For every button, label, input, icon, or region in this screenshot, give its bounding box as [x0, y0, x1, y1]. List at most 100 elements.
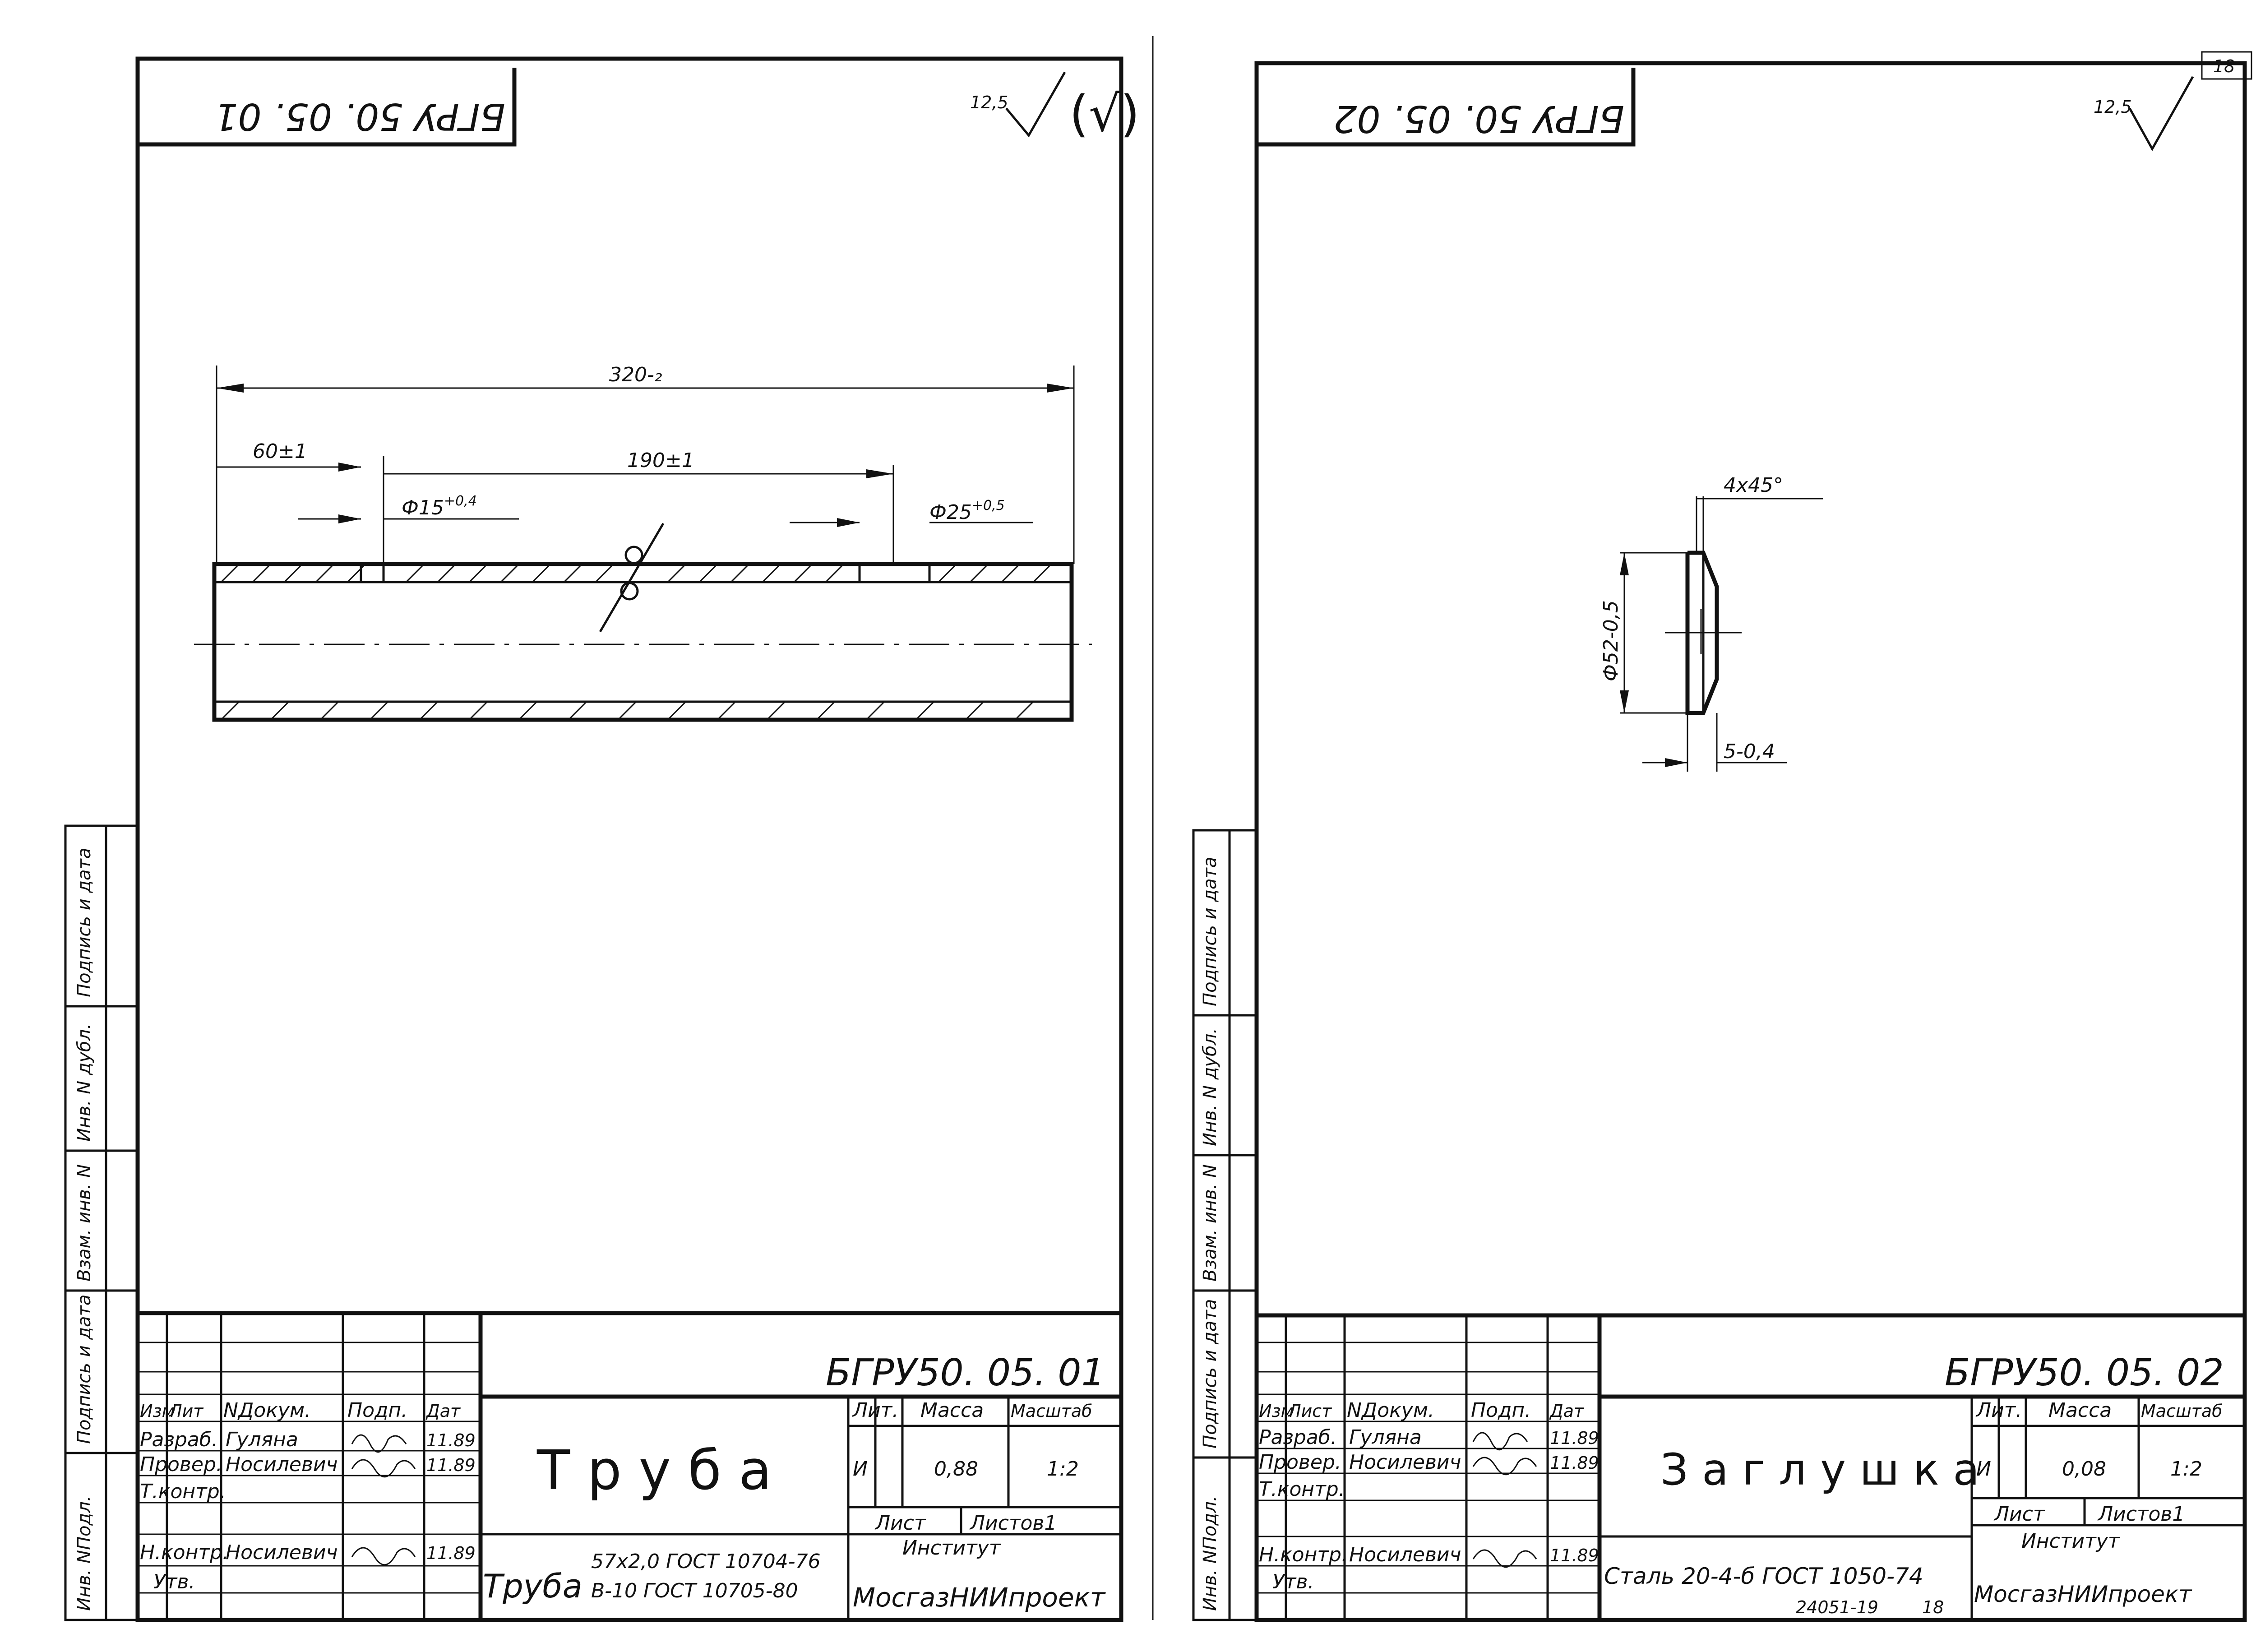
tb-date: Дат: [425, 1401, 461, 1421]
tb-material-1: 57x2,0 ГОСТ 10704-76: [591, 1550, 821, 1573]
side-stamp-4: Инв. N дубл.: [1200, 1028, 1220, 1146]
tube-hatching: [220, 563, 1052, 721]
side-stamp-5: Подпись и дата: [1200, 857, 1220, 1006]
tb-material: Сталь 20-4-б ГОСТ 1050-74: [1604, 1563, 1923, 1589]
tb-row-check: Провер.: [140, 1453, 222, 1476]
tb-extra-page: 18: [1922, 1597, 1944, 1617]
signature: [1472, 1432, 1528, 1451]
tb-extra-number: 24051-19: [1796, 1597, 1878, 1617]
tb-check-name: Носилевич: [226, 1453, 338, 1476]
tb-sign: Подп.: [347, 1399, 407, 1422]
dim-offset: 60±1: [253, 440, 307, 463]
tb-row-dev: Разраб.: [1259, 1426, 1337, 1449]
dim-diameter: Ф52-0,5: [1600, 600, 1623, 681]
tb-lit: Лит: [168, 1401, 204, 1421]
tb-date: Дат: [1549, 1401, 1585, 1421]
tb-title: Т р у б а: [536, 1439, 772, 1502]
side-stamp-2: Подпись и дата: [74, 1295, 95, 1444]
tb-doc: NДокум.: [1347, 1399, 1434, 1422]
dim-spacing: 190±1: [627, 449, 694, 472]
tb-scale-value: 1:2: [2170, 1458, 2202, 1481]
plug-view: [1665, 551, 1742, 715]
roughness-symbol: 12,5: [2094, 76, 2194, 152]
roughness-symbol: 12,5 (√): [970, 71, 1140, 143]
tb-lit-value: И: [853, 1458, 868, 1481]
tb-sign: Подп.: [1471, 1399, 1531, 1422]
tb-dev-date: 11.89: [1550, 1428, 1599, 1448]
tb-dev-name: Гуляна: [1349, 1426, 1422, 1449]
dim-overall: 320-₂: [609, 363, 662, 386]
tb-head-mass: Масса: [2048, 1399, 2112, 1422]
side-stamp-2: Подпись и дата: [1200, 1299, 1220, 1448]
tb-row-ncontr: Н.контр.: [140, 1541, 229, 1564]
tb-mass-value: 0,88: [934, 1458, 978, 1481]
plug-dimensions: Ф52-0,5 4x45° 5-0,4: [1600, 474, 1823, 772]
tb-row-dev: Разраб.: [140, 1428, 218, 1451]
signature: [1472, 1549, 1537, 1568]
dim-hole1: Ф15+0,4: [402, 493, 477, 519]
tb-list: Лист: [1287, 1401, 1332, 1421]
tb-row-tcontr: Т.контр.: [1259, 1478, 1345, 1501]
tb-izm: Изм: [1259, 1401, 1294, 1421]
rotated-code: БГРУ 50. 05. 01: [214, 95, 505, 138]
roughness-bracket: (√): [1069, 85, 1140, 143]
tb-head-scale: Масштаб: [1011, 1401, 1092, 1421]
dim-chamfer: 4x45°: [1724, 474, 1783, 497]
signature: [1472, 1457, 1537, 1476]
page-number: 18: [2213, 56, 2235, 76]
tb-sheets: Листов1: [2097, 1503, 2185, 1526]
tb-code: БГРУ50. 05. 01: [826, 1351, 1105, 1394]
tb-lit-value: И: [1976, 1458, 1991, 1481]
tb-dev-name: Гуляна: [226, 1428, 298, 1451]
signature: [351, 1434, 407, 1453]
tb-org-2: МосгазНИИпроект: [853, 1582, 1106, 1613]
tb-check-date: 11.89: [426, 1455, 476, 1475]
tb-head-mass: Масса: [920, 1399, 984, 1422]
tb-row-ncontr: Н.контр.: [1259, 1543, 1348, 1566]
rotated-code-box: БГРУ 50. 05. 01: [138, 68, 517, 147]
roughness-value: 12,5: [970, 93, 1008, 112]
tb-code: БГРУ50. 05. 02: [1945, 1351, 2224, 1394]
tb-row-tcontr: Т.контр.: [140, 1480, 226, 1503]
tb-doc: NДокум.: [223, 1399, 311, 1422]
dim-thickness: 5-0,4: [1724, 740, 1775, 763]
tb-check-name: Носилевич: [1349, 1451, 1461, 1474]
tb-dev-date: 11.89: [426, 1430, 476, 1450]
side-stamp: Инв. NПодл. Подпись и дата Взам. инв. N …: [1192, 829, 1258, 1621]
tb-title: З а г л у ш к а: [1660, 1444, 1979, 1495]
tb-row-appr: Утв.: [1272, 1570, 1314, 1593]
side-stamp-4: Инв. N дубл.: [74, 1023, 95, 1142]
tb-izm: Изм: [140, 1401, 175, 1421]
tb-sheet: Лист: [874, 1512, 926, 1535]
tb-check-date: 11.89: [1550, 1453, 1599, 1473]
side-stamp-1: Инв. NПодл.: [74, 1496, 95, 1611]
side-stamp-5: Подпись и дата: [74, 848, 95, 997]
tb-sheets: Листов1: [969, 1512, 1057, 1535]
signature: [351, 1459, 416, 1478]
side-stamp-1: Инв. NПодл.: [1200, 1496, 1220, 1611]
tube-dimensions: 320-₂ 60±1 190±1 Ф15+0,4 Ф25+0,5: [216, 363, 1075, 564]
tb-ncontr-name: Носилевич: [1349, 1543, 1461, 1566]
rotated-code-box: БГРУ 50. 05. 02: [1257, 68, 1636, 147]
side-stamp-3: Взам. инв. N: [1200, 1164, 1220, 1282]
tb-row-appr: Утв.: [153, 1570, 195, 1593]
side-stamp-3: Взам. инв. N: [74, 1164, 95, 1282]
tb-head-lit: Лит.: [852, 1399, 898, 1422]
tb-row-check: Провер.: [1259, 1451, 1341, 1474]
tube-view: [194, 523, 1092, 722]
side-stamp: Инв. NПодл. Подпись и дата Взам. инв. N …: [64, 824, 139, 1621]
title-block: Изм Лит NДокум. Подп. Дат Разраб. Гуляна…: [138, 1311, 1121, 1620]
tb-material-2: В-10 ГОСТ 10705-80: [591, 1579, 798, 1602]
tb-ncontr-name: Носилевич: [226, 1541, 338, 1564]
signature: [351, 1547, 416, 1566]
tb-scale-value: 1:2: [1047, 1458, 1079, 1481]
tb-head-lit: Лит.: [1975, 1399, 2022, 1422]
roughness-value: 12,5: [2094, 97, 2132, 117]
tb-org-1: Институт: [902, 1536, 1001, 1559]
tb-org-1: Институт: [2021, 1530, 2120, 1553]
tb-material-prefix: Труба: [483, 1567, 582, 1605]
tb-head-scale: Масштаб: [2141, 1401, 2223, 1421]
tb-ncontr-date: 11.89: [426, 1543, 476, 1563]
page-number-box: 18: [2201, 51, 2252, 80]
title-block: Изм Лист NДокум. Подп. Дат Разраб. Гулян…: [1257, 1313, 2245, 1620]
